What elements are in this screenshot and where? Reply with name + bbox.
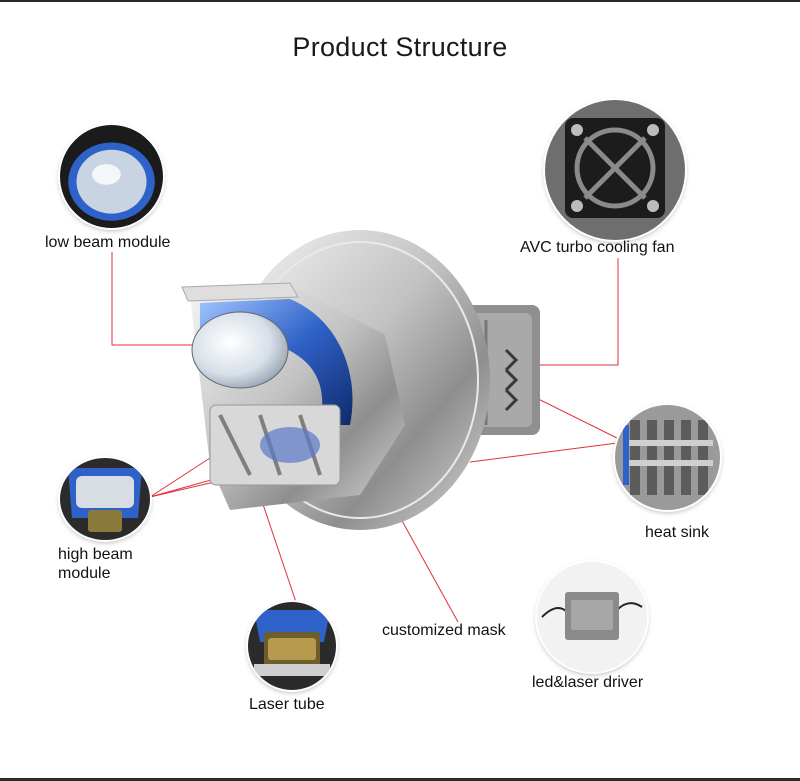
low-beam-module-label: low beam module bbox=[45, 234, 171, 251]
high-beam-label-line1: high beam bbox=[58, 546, 133, 563]
callout-line-cooling-fan bbox=[520, 258, 619, 366]
driver-label: led&laser driver bbox=[532, 674, 644, 691]
top-border bbox=[0, 0, 800, 2]
headlight-product-image bbox=[181, 230, 540, 530]
bottom-border bbox=[0, 778, 800, 781]
callout-line-low-beam bbox=[111, 252, 200, 346]
laser-tube-label: Laser tube bbox=[249, 696, 325, 713]
driver-thumbnail bbox=[537, 562, 647, 672]
cooling-fan-label: AVC turbo cooling fan bbox=[520, 239, 675, 256]
low-beam-module-thumbnail bbox=[60, 125, 163, 228]
page-title: Product Structure bbox=[292, 32, 508, 62]
cooling-fan-thumbnail bbox=[545, 100, 685, 240]
heat-sink-thumbnail bbox=[615, 405, 720, 510]
high-beam-label-line2: module bbox=[58, 565, 111, 582]
callout-line-mask bbox=[394, 507, 459, 623]
heat-sink-label: heat sink bbox=[645, 524, 710, 541]
callout-line-heat-sink-2 bbox=[469, 441, 626, 463]
laser-tube-thumbnail bbox=[248, 602, 336, 690]
customized-mask-label: customized mask bbox=[382, 622, 506, 639]
high-beam-module-label: high beam module bbox=[58, 545, 133, 583]
high-beam-module-thumbnail bbox=[60, 458, 150, 540]
